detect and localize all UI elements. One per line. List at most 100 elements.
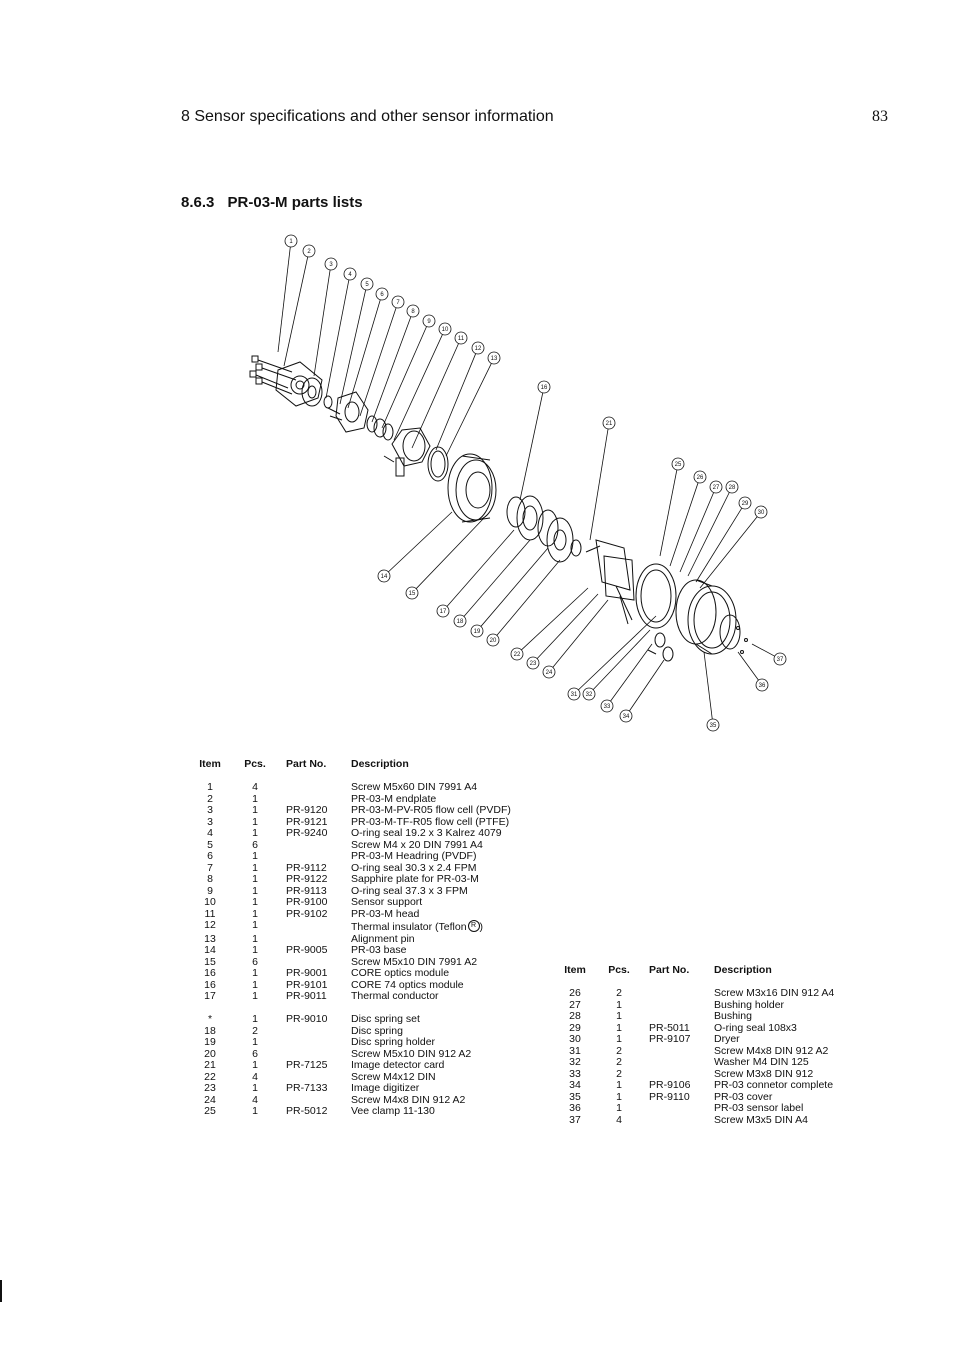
callout-circle bbox=[600, 699, 614, 713]
callout-circle bbox=[436, 604, 450, 618]
callout-number: 14 bbox=[381, 574, 388, 580]
cell-description: Sapphire plate for PR-03-M bbox=[351, 873, 511, 886]
callout-number: 34 bbox=[623, 714, 630, 720]
cell-part-no: PR-9101 bbox=[286, 978, 328, 991]
cell-item: 19 bbox=[204, 1036, 216, 1048]
cell-item: 12 bbox=[204, 919, 216, 931]
callout-circle bbox=[709, 480, 723, 494]
cell-item: 16 bbox=[204, 978, 216, 991]
cell-item: 18 bbox=[204, 1024, 216, 1037]
callout-7: 7 bbox=[391, 295, 405, 309]
table-header-row: Item Pcs. Part No. Description bbox=[196, 758, 511, 782]
optics-module-drawing bbox=[506, 495, 559, 547]
leader-line bbox=[737, 651, 759, 681]
callout-circle bbox=[738, 496, 752, 510]
cell-description-text: Screw M3x8 DIN 912 bbox=[714, 1067, 814, 1080]
callout-28: 28 bbox=[725, 480, 739, 494]
cell-description-text: Screw M5x10 DIN 7991 A2 bbox=[351, 955, 478, 968]
column-header-item: Item bbox=[199, 758, 221, 770]
callout-23: 23 bbox=[526, 656, 540, 670]
callout-33: 33 bbox=[600, 699, 614, 713]
leader-line bbox=[480, 547, 549, 627]
callout-34: 34 bbox=[619, 709, 633, 723]
callout-number: 4 bbox=[348, 272, 352, 278]
cell-description: Washer M4 DIN 125 bbox=[714, 1056, 834, 1069]
leader-line bbox=[751, 643, 775, 657]
cell-description: Screw M5x10 DIN 912 A2 bbox=[351, 1048, 511, 1061]
leader-line bbox=[589, 428, 609, 541]
leader-line bbox=[536, 593, 599, 659]
cell-part-no bbox=[649, 1046, 714, 1058]
callout-10: 10 bbox=[438, 322, 452, 336]
cell-description: Screw M4 x 20 DIN 7991 A4 bbox=[351, 839, 511, 852]
callout-number: 1 bbox=[289, 239, 293, 245]
callout-30: 30 bbox=[754, 505, 768, 519]
callout-number: 31 bbox=[571, 692, 578, 698]
cell-item: 37 bbox=[569, 1113, 581, 1126]
cell-description-text: Washer M4 DIN 125 bbox=[714, 1056, 809, 1068]
cell-item: 35 bbox=[569, 1090, 581, 1103]
cell-description-text: PR-03-M endplate bbox=[351, 792, 437, 805]
cell-pcs: 4 bbox=[252, 781, 258, 793]
cell-pcs: 1 bbox=[252, 884, 258, 897]
callout-circle bbox=[773, 652, 787, 666]
cell-item: 16 bbox=[204, 967, 216, 979]
endplate-drawing bbox=[275, 361, 323, 407]
cell-item: 1 bbox=[207, 781, 213, 793]
cell-pcs: 1 bbox=[616, 1021, 622, 1034]
callout-36: 36 bbox=[755, 678, 769, 692]
vee-clamp-drawing bbox=[635, 563, 677, 629]
callout-25: 25 bbox=[671, 457, 685, 471]
cell-description-text: Vee clamp 11-130 bbox=[351, 1105, 435, 1117]
callout-number: 7 bbox=[396, 300, 400, 306]
cell-description-text: Sensor support bbox=[351, 896, 423, 908]
leader-line bbox=[669, 482, 699, 567]
cell-item: 20 bbox=[204, 1047, 216, 1060]
callout-number: 33 bbox=[604, 704, 611, 710]
callout-circle bbox=[693, 470, 707, 484]
callout-number: 9 bbox=[427, 319, 431, 325]
cell-description-text: PR-03-M head bbox=[351, 907, 420, 920]
cell-part-no: PR-9112 bbox=[286, 861, 327, 874]
cell-description: PR-03 sensor label bbox=[714, 1102, 834, 1115]
cell-part-no: PR-9106 bbox=[649, 1079, 691, 1091]
callout-15: 15 bbox=[405, 586, 419, 600]
cell-item: 22 bbox=[204, 1070, 216, 1083]
cell-description: Bushing bbox=[714, 1010, 834, 1023]
callout-number: 15 bbox=[409, 591, 416, 597]
cell-part-no: PR-9010 bbox=[286, 1013, 328, 1025]
cell-description-text: Screw M4x8 DIN 912 A2 bbox=[351, 1093, 466, 1106]
cell-description: Screw M5x60 DIN 7991 A4 bbox=[351, 781, 511, 794]
callout-circle bbox=[582, 687, 596, 701]
callout-markers: 1234567891011121314151617181920212223242… bbox=[284, 234, 787, 732]
leader-line bbox=[446, 529, 515, 607]
callout-number: 25 bbox=[675, 462, 682, 468]
cell-pcs: 1 bbox=[252, 1036, 258, 1048]
callout-circle bbox=[706, 718, 720, 732]
callout-number: 8 bbox=[411, 309, 415, 315]
leader-line bbox=[283, 256, 309, 367]
callout-18: 18 bbox=[453, 614, 467, 628]
callout-number: 6 bbox=[380, 292, 384, 298]
leader-line bbox=[445, 363, 492, 457]
cell-pcs: 1 bbox=[252, 944, 258, 956]
cell-description: Screw M4x12 DIN bbox=[351, 1071, 511, 1084]
cell-pcs: 1 bbox=[252, 896, 258, 908]
leader-line bbox=[359, 307, 397, 417]
callout-4: 4 bbox=[343, 267, 357, 281]
callout-circle bbox=[619, 709, 633, 723]
